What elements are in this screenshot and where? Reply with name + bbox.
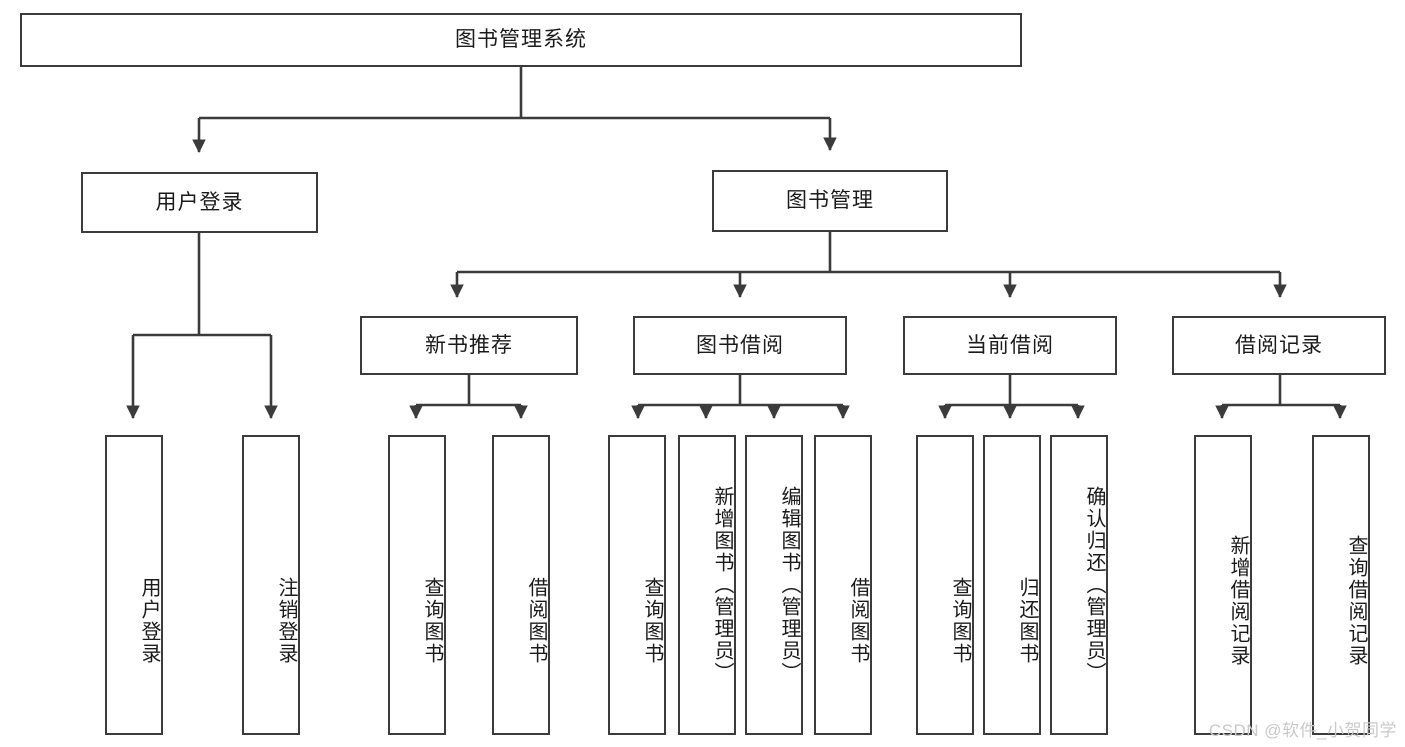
- leaf-query-book-3-label: 查询图书: [949, 577, 971, 665]
- leaf-confirm-return-label: 确认归还（管理员）: [1083, 486, 1105, 684]
- node-new-book-rec[interactable]: 新书推荐: [360, 316, 578, 375]
- node-user-login-label: 用户登录: [155, 190, 244, 214]
- leaf-borrow-book-1-label: 借阅图书: [525, 577, 547, 665]
- leaf-query-book-3[interactable]: 查询图书: [916, 435, 974, 735]
- leaf-borrow-book-1[interactable]: 借阅图书: [492, 435, 550, 735]
- node-borrow-record-label: 借阅记录: [1235, 333, 1323, 357]
- node-borrow-record[interactable]: 借阅记录: [1172, 316, 1386, 375]
- node-new-book-rec-label: 新书推荐: [425, 333, 513, 357]
- leaf-edit-book-label: 编辑图书（管理员）: [778, 486, 800, 684]
- leaf-user-login[interactable]: 用户登录: [105, 435, 163, 735]
- leaf-user-login-label: 用户登录: [138, 577, 160, 665]
- node-root[interactable]: 图书管理系统: [20, 13, 1022, 67]
- leaf-query-record[interactable]: 查询借阅记录: [1312, 435, 1370, 735]
- node-book-manage-label: 图书管理: [786, 189, 874, 213]
- leaf-logout-label: 注销登录: [275, 577, 297, 665]
- leaf-add-book-label: 新增图书（管理员）: [711, 486, 733, 684]
- leaf-query-book-1-label: 查询图书: [421, 577, 443, 665]
- leaf-return-book-label: 归还图书: [1016, 577, 1038, 665]
- leaf-borrow-book-2[interactable]: 借阅图书: [814, 435, 872, 735]
- leaf-query-book-1[interactable]: 查询图书: [388, 435, 446, 735]
- node-root-label: 图书管理系统: [455, 28, 587, 52]
- leaf-query-book-2-label: 查询图书: [641, 577, 663, 665]
- node-book-manage[interactable]: 图书管理: [712, 170, 948, 232]
- leaf-add-record-label: 新增借阅记录: [1227, 535, 1249, 667]
- csdn-watermark: CSDN @软件_小贺同学: [1208, 721, 1397, 740]
- leaf-borrow-book-2-label: 借阅图书: [847, 577, 869, 665]
- leaf-logout[interactable]: 注销登录: [242, 435, 300, 735]
- leaf-edit-book[interactable]: 编辑图书（管理员）: [745, 435, 803, 735]
- leaf-return-book[interactable]: 归还图书: [983, 435, 1041, 735]
- leaf-query-book-2[interactable]: 查询图书: [608, 435, 666, 735]
- node-book-borrow-label: 图书借阅: [696, 333, 784, 357]
- node-current-borrow[interactable]: 当前借阅: [903, 316, 1117, 375]
- node-current-borrow-label: 当前借阅: [966, 333, 1054, 357]
- leaf-add-book[interactable]: 新增图书（管理员）: [678, 435, 736, 735]
- node-user-login[interactable]: 用户登录: [81, 172, 318, 233]
- leaf-confirm-return[interactable]: 确认归还（管理员）: [1050, 435, 1108, 735]
- node-book-borrow[interactable]: 图书借阅: [633, 316, 847, 375]
- leaf-add-record[interactable]: 新增借阅记录: [1194, 435, 1252, 735]
- leaf-query-record-label: 查询借阅记录: [1345, 535, 1367, 667]
